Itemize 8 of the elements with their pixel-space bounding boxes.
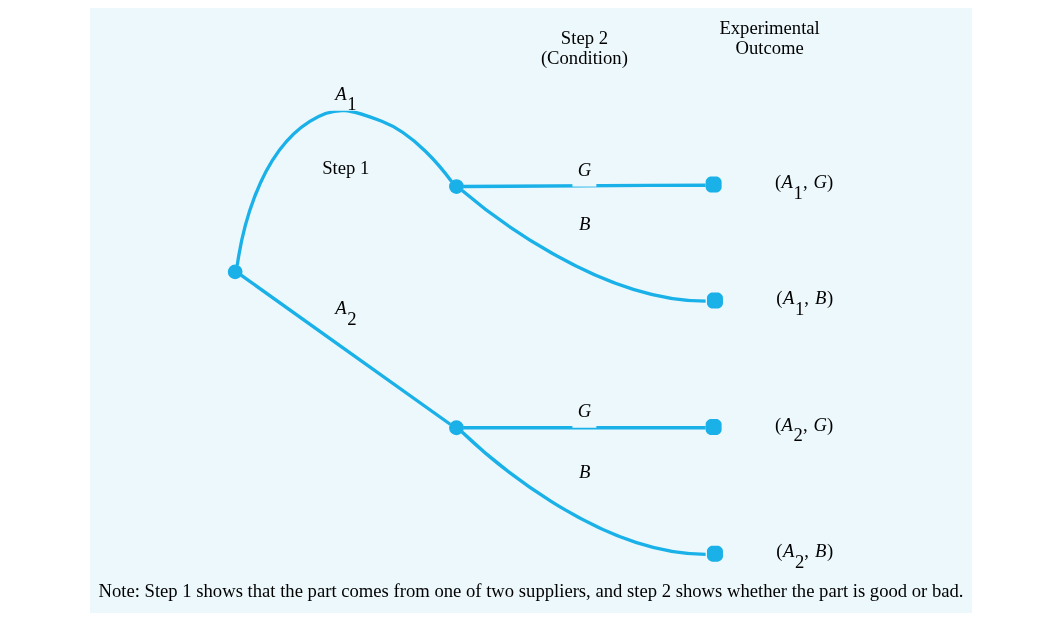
edge-label: G [577, 158, 591, 180]
label: Experimental Outcome [718, 16, 820, 58]
label: Step 1 [321, 157, 369, 179]
edge-label: B [578, 460, 590, 482]
caption: Note: Step 1 shows that the part comes from one of two suppliers, and step 2 shows whether the part is good or bad. [97, 580, 964, 602]
edge-label: G [577, 399, 591, 421]
edge-label: B [578, 213, 590, 235]
label: Step 2 (Condition) [540, 27, 628, 69]
